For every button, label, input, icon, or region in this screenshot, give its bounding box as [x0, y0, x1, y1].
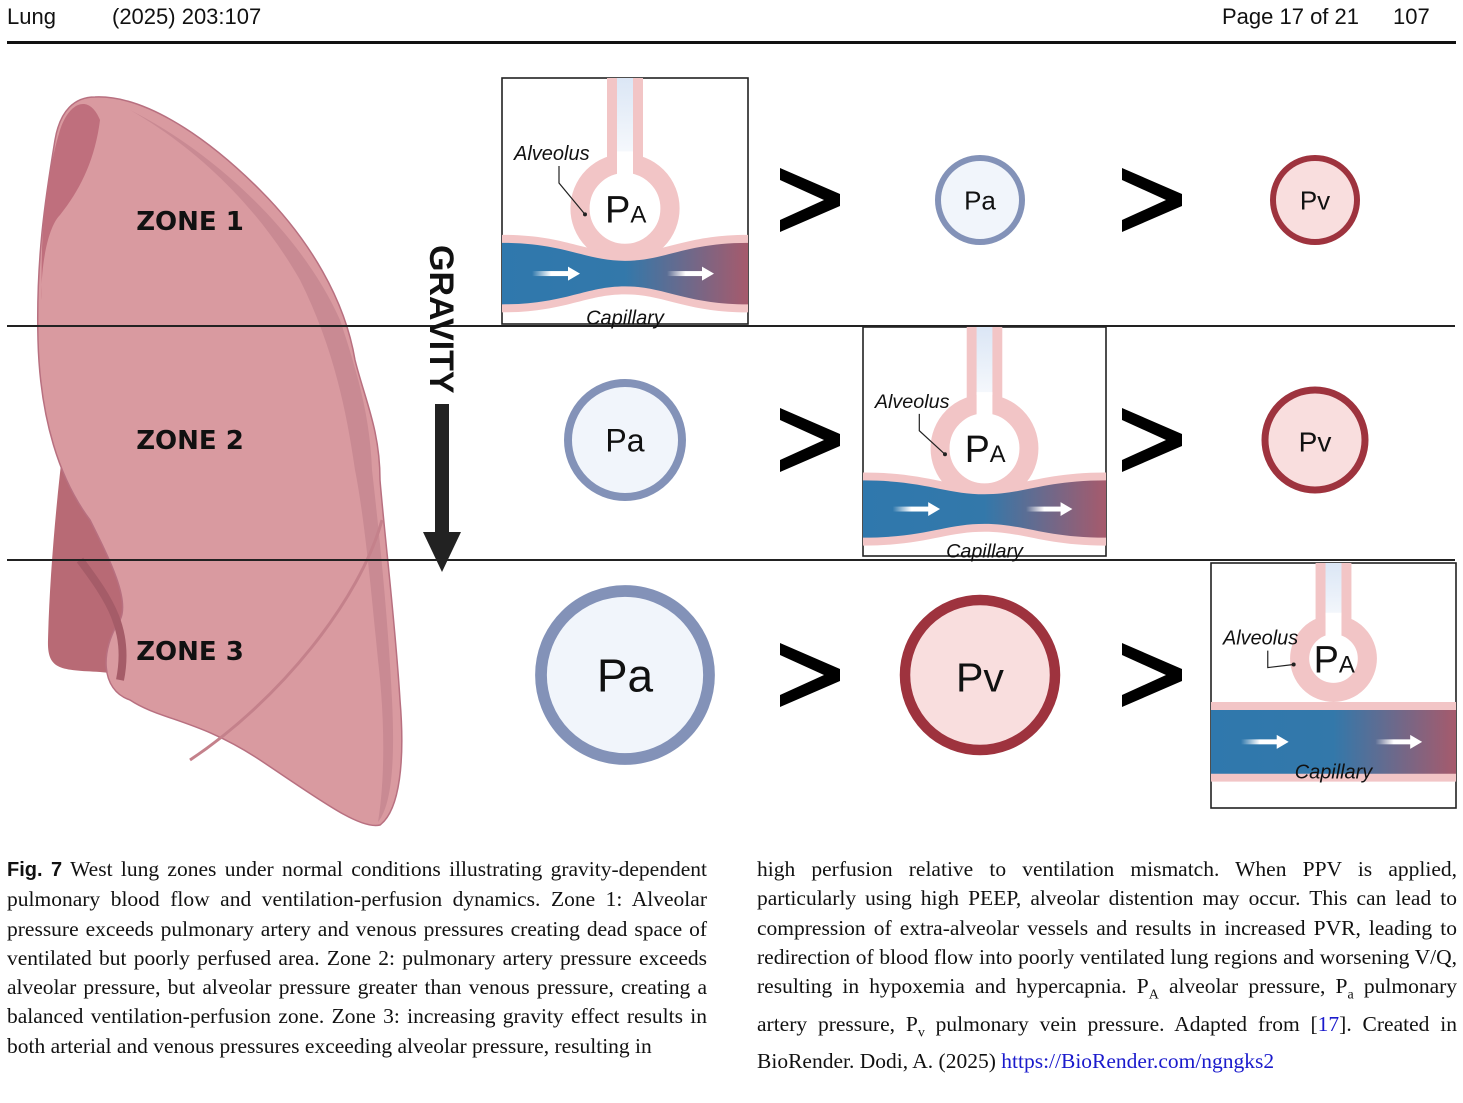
- pulmonary-artery-circle: Pa: [535, 585, 715, 765]
- pulmonary-artery-circle: Pa: [935, 155, 1025, 245]
- greater-than-symbol: [1122, 643, 1182, 707]
- article-number: 107: [1393, 4, 1430, 29]
- zone-1-label: ZONE 1: [136, 207, 244, 237]
- caption-text-right: high perfusion relative to ventilation m…: [757, 857, 1457, 999]
- journal-name: Lung: [7, 4, 56, 29]
- gravity-label: GRAVITY: [422, 245, 460, 394]
- capillary-label: Capillary: [1295, 762, 1373, 784]
- alveolus-opening: [1325, 612, 1342, 637]
- header-rule: [7, 41, 1456, 44]
- adapted-from-text: Adapted from [: [1174, 1011, 1318, 1036]
- vein-ring: [899, 594, 1061, 756]
- greater-than-symbol: [1122, 168, 1182, 232]
- lung-fissure: [189, 519, 384, 762]
- zone-2-label: ZONE 2: [136, 426, 244, 456]
- alveolus-pointer-dot: [942, 452, 947, 457]
- caption-right-column: high perfusion relative to ventilation m…: [757, 855, 1457, 1077]
- pulmonary-vein-circle: Pv: [1261, 386, 1369, 494]
- vein-pressure-label: Pv: [956, 655, 1004, 701]
- capillary-label: Capillary: [586, 307, 665, 329]
- lung-apex: [41, 103, 100, 301]
- alveolus-label: Alveolus: [874, 391, 950, 413]
- artery-ring: [535, 585, 715, 765]
- flow-arrow-head-icon: [928, 502, 941, 516]
- flow-arrow-icon: [532, 271, 570, 277]
- capillary-blood: [502, 242, 748, 305]
- artery-pressure-label: Pa: [605, 423, 644, 459]
- alveolus-opening: [617, 151, 633, 176]
- flow-arrow-head-icon: [1410, 734, 1423, 749]
- flow-arrow-head-icon: [702, 266, 714, 281]
- reference-link-17[interactable]: 17: [1317, 1011, 1340, 1036]
- greater-than-symbol: [780, 408, 840, 472]
- flow-arrow-head-icon: [1060, 502, 1073, 516]
- flow-arrow-icon: [1025, 506, 1063, 512]
- flow-arrow-head-icon: [1276, 734, 1289, 749]
- vein-pressure-label: Pv: [1299, 427, 1332, 458]
- pulmonary-vein-circle: Pv: [899, 594, 1061, 756]
- abbr-pa-alveolar: PA alveolar pressure,: [1136, 974, 1336, 1003]
- lung-lobe-notch: [76, 557, 127, 681]
- page-header: Lung (2025) 203:107 Page 17 of 21 107: [0, 0, 1463, 44]
- abbr-pa-artery: Pa pulmonary artery pressure,: [757, 974, 1458, 1036]
- gravity-arrow-icon: [423, 404, 461, 572]
- flow-arrow-icon: [1240, 739, 1279, 745]
- alveolus-opening: [976, 392, 993, 416]
- alveolus-pointer-dot: [1291, 662, 1296, 667]
- vein-pressure-label: Pv: [1300, 185, 1330, 215]
- greater-than-symbol: [1122, 408, 1182, 472]
- vein-ring: [1270, 155, 1360, 245]
- flow-arrow-icon: [667, 271, 704, 277]
- west-zones-diagram: ZONE 1 ZONE 2 ZONE 3 GRAVITY PAAlveolusC…: [7, 77, 1457, 827]
- alveolus-label: Alveolus: [1222, 628, 1298, 650]
- alveolus-pointer: [558, 166, 586, 215]
- biorender-link[interactable]: https://BioRender.com/ngngks2: [1001, 1049, 1275, 1074]
- artery-ring: [564, 379, 686, 501]
- artery-pressure-label: Pa: [964, 185, 996, 215]
- citation: (2025) 203:107: [112, 4, 262, 29]
- pulmonary-vein-circle: Pv: [1270, 155, 1360, 245]
- flow-arrow-head-icon: [568, 266, 580, 281]
- page-number: Page 17 of 21: [1222, 4, 1360, 29]
- abbr-pv-vein: Pv pulmonary vein pressure.: [905, 1011, 1175, 1041]
- zone-3-label: ZONE 3: [136, 637, 244, 667]
- alveolus-label: Alveolus: [513, 143, 590, 165]
- flow-arrow-icon: [1375, 739, 1413, 745]
- vein-ring: [1261, 386, 1369, 494]
- capillary-blood: [1211, 710, 1456, 774]
- artery-pressure-label: Pa: [597, 650, 654, 702]
- caption-left-column: Fig. 7 West lung zones under normal cond…: [7, 855, 707, 1061]
- alveolus-pointer: [1267, 650, 1294, 669]
- created-in-text: ]. Created in BioRender. Dodi, A. (2025): [757, 1011, 1457, 1074]
- capillary-blood: [863, 480, 1106, 538]
- greater-than-symbol: [780, 168, 840, 232]
- pulmonary-artery-circle: Pa: [564, 379, 686, 501]
- flow-arrow-icon: [892, 506, 931, 512]
- capillary-label: Capillary: [946, 540, 1024, 562]
- greater-than-symbol: [780, 643, 840, 707]
- lung-illustration: [36, 96, 403, 827]
- alveolus-pointer-dot: [583, 212, 587, 217]
- figure-label: Fig. 7: [7, 859, 63, 881]
- artery-ring: [935, 155, 1025, 245]
- alveolus-pointer: [918, 413, 946, 455]
- caption-text-left: West lung zones under normal conditions …: [7, 857, 707, 1058]
